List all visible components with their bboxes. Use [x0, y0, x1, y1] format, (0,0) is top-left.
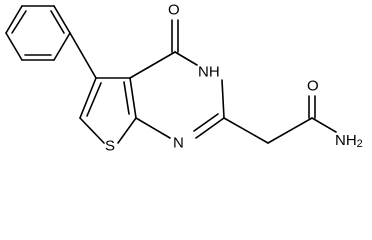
atom-label-amide-nh2: NH2 [335, 132, 363, 151]
atom-label-amide-oxygen: O [307, 78, 319, 95]
atom-label-sulfur: S [105, 138, 115, 155]
carbonyl-bond [171, 19, 179, 53]
thiophene-ring [79, 77, 137, 144]
phenyl-ring [5, 5, 71, 61]
atom-label-oxygen: O [168, 2, 180, 19]
atom-label-nh: NH [198, 64, 220, 81]
phenyl-thiophene-bond [69, 32, 97, 79]
amide-nh-subscript: 2 [357, 138, 363, 150]
acetamide-chain [223, 95, 337, 144]
atom-label-nitrogen: N [173, 135, 184, 152]
chemical-structure: O NH S N O NH2 [5, 2, 363, 155]
pyrimidinone-ring [129, 51, 225, 139]
amide-nh-text: NH [335, 132, 357, 149]
